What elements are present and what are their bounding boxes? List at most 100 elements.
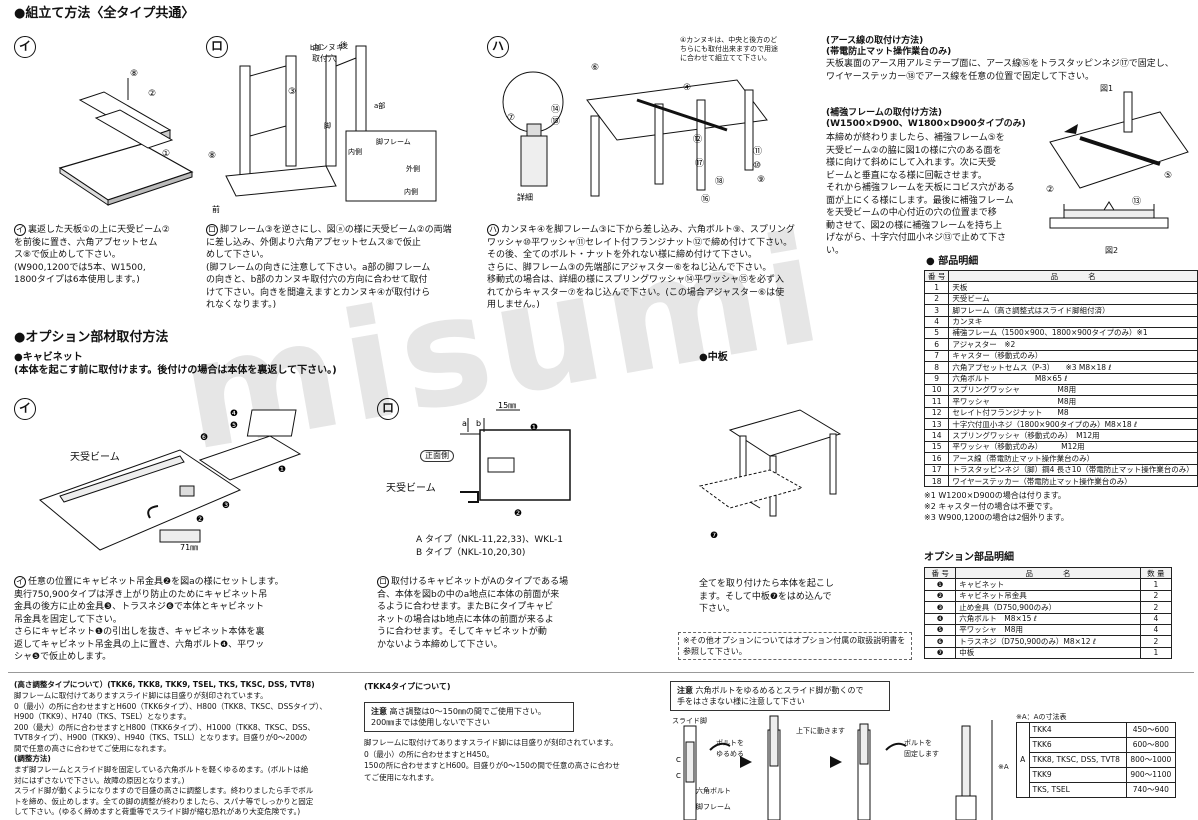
dims-cell: TKK8, TKSC, DSS, TVT8 bbox=[1028, 752, 1127, 768]
option-parts-cell: 4 bbox=[1139, 623, 1173, 637]
option-parts-cell: 1 bbox=[1139, 578, 1173, 591]
parts-cell: 12 bbox=[923, 406, 950, 420]
tkk4-caution-text: 高さ調整は0〜150㎜の間でご使用下さい。 200㎜までは使用しないで下さい bbox=[371, 707, 546, 727]
svg-text:⑰: ⑰ bbox=[695, 158, 704, 169]
cab-ro-marker: ロ bbox=[377, 398, 399, 420]
parts-cell: 1 bbox=[923, 281, 950, 294]
shelf-text: 全てを取り付けたら本体を起こし ます。そして中板❼をはめ込んで 下さい。 bbox=[699, 579, 834, 614]
option-parts-cell: ❸ bbox=[923, 601, 957, 614]
parts-cell: カンヌキ bbox=[948, 315, 1198, 328]
step-i-illustration: ⑧ ② ① bbox=[58, 69, 194, 206]
parts-cell: 天板 bbox=[948, 281, 1198, 294]
dims-cell: TKK4 bbox=[1028, 722, 1127, 738]
svg-text:⑥: ⑥ bbox=[591, 63, 599, 73]
svg-text:❼: ❼ bbox=[710, 531, 718, 541]
fig1-label: 図1 bbox=[1100, 84, 1114, 93]
svg-text:⑪: ⑪ bbox=[753, 146, 762, 157]
option-parts-cell: ❹ bbox=[923, 612, 957, 625]
option-parts-cell: 六角ボルト M8×15 ℓ bbox=[955, 612, 1141, 625]
reinforce-title: (補強フレームの取付け方法) bbox=[826, 108, 942, 118]
tkk4-caution: 注意 高さ調整は0〜150㎜の間でご使用下さい。 200㎜までは使用しないで下さ… bbox=[364, 702, 574, 732]
svg-text:脚: 脚 bbox=[324, 121, 331, 130]
step-ha-text: ハカンヌキ④を脚フレーム③に下から差し込み、六角ボルト⑨、スプリング ワッシャ⑩… bbox=[487, 224, 795, 310]
height-title: (高さ調整タイプについて）(TKK6, TKK8, TKK9, TSEL, TK… bbox=[14, 680, 315, 689]
svg-text:前: 前 bbox=[212, 204, 220, 214]
step-ro-marker: ロ bbox=[206, 36, 228, 58]
option-parts-cell: 止め金具（D750,900のみ） bbox=[955, 601, 1141, 614]
cab-ro-text: ロ取付けるキャビネットがAのタイプである場 合、本体を図bの中のa地点に本体の前… bbox=[377, 576, 569, 650]
svg-text:❹: ❹ bbox=[230, 409, 238, 419]
parts-cell: 15 bbox=[923, 440, 950, 454]
svg-text:⑨: ⑨ bbox=[757, 175, 765, 185]
option-parts-title: オプション部品明細 bbox=[924, 552, 1014, 563]
dim-a-label: ※A bbox=[998, 763, 1009, 771]
svg-text:❷: ❷ bbox=[514, 509, 522, 519]
fig1-illustration: ② ⑤ bbox=[1046, 91, 1189, 195]
svg-text:b: b bbox=[476, 419, 481, 428]
parts-cell: 平ワッシャ M8用 bbox=[948, 395, 1198, 408]
svg-text:⑧: ⑧ bbox=[208, 151, 216, 161]
cabinet-title: ●キャビネット bbox=[14, 352, 83, 363]
tkk4-caution-label: 注意 bbox=[371, 707, 387, 716]
assembly-title: ●組立て方法〈全タイプ共通〉 bbox=[14, 6, 195, 21]
cab-ro-bullet: ロ bbox=[377, 576, 389, 588]
parts-title: ● 部品明細 bbox=[926, 256, 979, 267]
parts-note: ※3 W900,1200の場合は2個外ります。 bbox=[924, 513, 1069, 522]
slide-caution-label: 注意 bbox=[677, 686, 693, 695]
parts-cell: 11 bbox=[923, 395, 950, 408]
fix-label: ボルトを 固定します bbox=[904, 739, 939, 758]
svg-text:③: ③ bbox=[288, 87, 296, 97]
parts-cell: ワイヤーステッカー（帯電防止マット操作業台のみ） bbox=[948, 475, 1198, 488]
parts-cell: 13 bbox=[923, 418, 950, 431]
option-parts-header-0: 番 号 bbox=[923, 566, 957, 580]
option-title: ●オプション部材取付方法 bbox=[14, 330, 169, 345]
option-parts-cell: 4 bbox=[1139, 612, 1173, 625]
label-1: ① bbox=[162, 149, 170, 159]
dims-cell: 800〜1000 bbox=[1125, 752, 1177, 768]
option-parts-cell: ❷ bbox=[923, 589, 957, 603]
parts-notes: ※1 W1200×D900の場合は付ります。※2 キャスター付の場合は不要です。… bbox=[924, 490, 1069, 523]
svg-text:a部: a部 bbox=[374, 101, 385, 110]
svg-text:外側: 外側 bbox=[406, 164, 420, 173]
height-text: 脚フレームに取付けてありますスライド脚には目盛りが刻印されています。 0（最小）… bbox=[14, 691, 327, 753]
parts-cell: 14 bbox=[923, 429, 950, 442]
fig2-illustration: ⑬ bbox=[1049, 196, 1169, 229]
option-parts-cell: 平ワッシャ M8用 bbox=[955, 623, 1141, 637]
parts-cell: セレイト付フランジナット M8 bbox=[948, 406, 1198, 420]
step-ro-bullet: ロ bbox=[206, 224, 218, 236]
cab-i-beam-label: 天受ビーム bbox=[70, 452, 120, 463]
svg-text:④: ④ bbox=[683, 83, 691, 93]
parts-cell: 六角ボルト M8×65 ℓ bbox=[948, 372, 1198, 385]
parts-cell: アース線（帯電防止マット操作業台のみ） bbox=[948, 452, 1198, 465]
bottom-divider bbox=[8, 672, 1194, 673]
table-row: 1天板1 bbox=[923, 281, 1198, 294]
leg-frame-label: 脚フレーム bbox=[696, 803, 731, 811]
parts-cell: 8 bbox=[923, 361, 950, 374]
parts-cell: 10 bbox=[923, 383, 950, 397]
dims-cell: 900〜1100 bbox=[1125, 767, 1177, 783]
svg-text:❶: ❶ bbox=[278, 465, 286, 475]
option-parts-cell: 1 bbox=[1139, 646, 1173, 660]
kannuki-hole-label: カンヌキ 取付穴 bbox=[312, 43, 344, 63]
parts-cell: 平ワッシャ（移動式のみ） M12用 bbox=[948, 440, 1198, 454]
slide-leg-label: スライド脚 bbox=[672, 717, 707, 725]
dims-cell: TKK9 bbox=[1028, 767, 1127, 783]
cab-i-illustration: 71㎜ ❻ ❹ ❺ ❶ ❸ ❷ bbox=[39, 409, 302, 552]
loosen-label: ボルトを ゆるめる bbox=[716, 739, 744, 758]
parts-note: ※1 W1200×D900の場合は付ります。 bbox=[924, 491, 1066, 500]
svg-text:71㎜: 71㎜ bbox=[180, 543, 198, 552]
